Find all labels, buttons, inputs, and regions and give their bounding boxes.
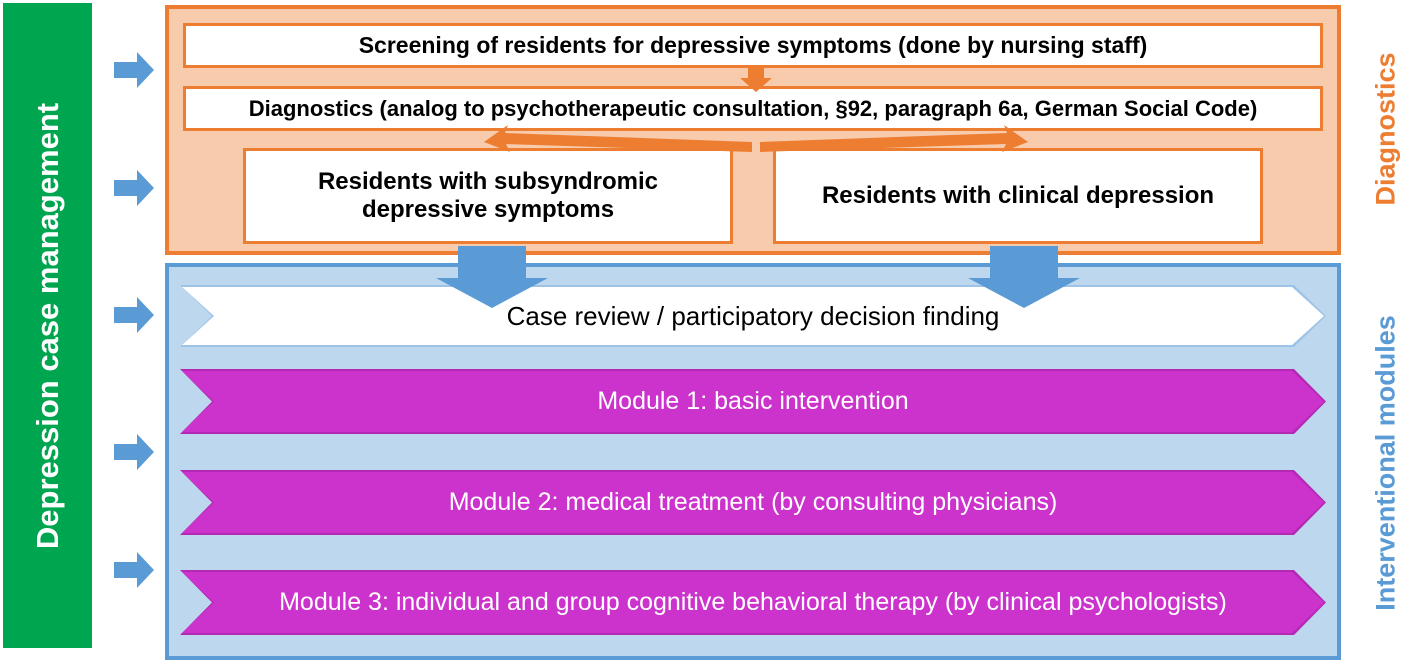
side-label-interventional-text: Interventional modules	[1370, 315, 1401, 611]
box-subsyndromic-residents[interactable]: Residents with subsyndromic depressive s…	[243, 148, 733, 244]
depression-case-management-label: Depression case management	[29, 102, 65, 549]
entry-arrow-icon-2	[112, 166, 156, 210]
module-3-fill	[182, 572, 1324, 633]
side-label-diagnostics-text: Diagnostics	[1370, 52, 1401, 206]
case-review-fill	[182, 287, 1324, 345]
box-screening[interactable]: Screening of residents for depressive sy…	[183, 23, 1323, 68]
box-clinical-label: Residents with clinical depression	[821, 182, 1215, 209]
entry-arrow-icon-3	[112, 293, 156, 337]
entry-arrow-icon-5	[112, 548, 156, 592]
box-diagnostics-label: Diagnostics (analog to psychotherapeutic…	[248, 95, 1258, 121]
box-diagnostics[interactable]: Diagnostics (analog to psychotherapeutic…	[183, 86, 1323, 131]
module-2-label: Module 2: medical treatment (by consulti…	[448, 488, 1058, 516]
side-label-diagnostics: Diagnostics	[1358, 0, 1414, 258]
entry-arrow-icon-1	[112, 48, 156, 92]
side-label-interventional: Interventional modules	[1358, 263, 1414, 663]
module-1-fill	[182, 371, 1324, 432]
module-2-fill	[182, 472, 1324, 533]
depression-case-management-bar: Depression case management	[3, 3, 92, 648]
box-screening-label: Screening of residents for depressive sy…	[358, 32, 1148, 58]
case-review-label: Case review / participatory decision fin…	[506, 300, 1000, 331]
entry-arrow-icon-4	[112, 430, 156, 474]
module-2-chevron[interactable]: Module 2: medical treatment (by consulti…	[180, 470, 1326, 535]
module-1-chevron[interactable]: Module 1: basic intervention	[180, 369, 1326, 434]
module-1-label: Module 1: basic intervention	[597, 387, 909, 415]
box-subsyndromic-label: Residents with subsyndromic depressive s…	[317, 167, 659, 223]
module-3-label: Module 3: individual and group cognitive…	[279, 588, 1227, 616]
box-clinical-depression-residents[interactable]: Residents with clinical depression	[773, 148, 1263, 244]
module-3-chevron[interactable]: Module 3: individual and group cognitive…	[180, 570, 1326, 635]
case-review-chevron[interactable]: Case review / participatory decision fin…	[180, 285, 1326, 347]
